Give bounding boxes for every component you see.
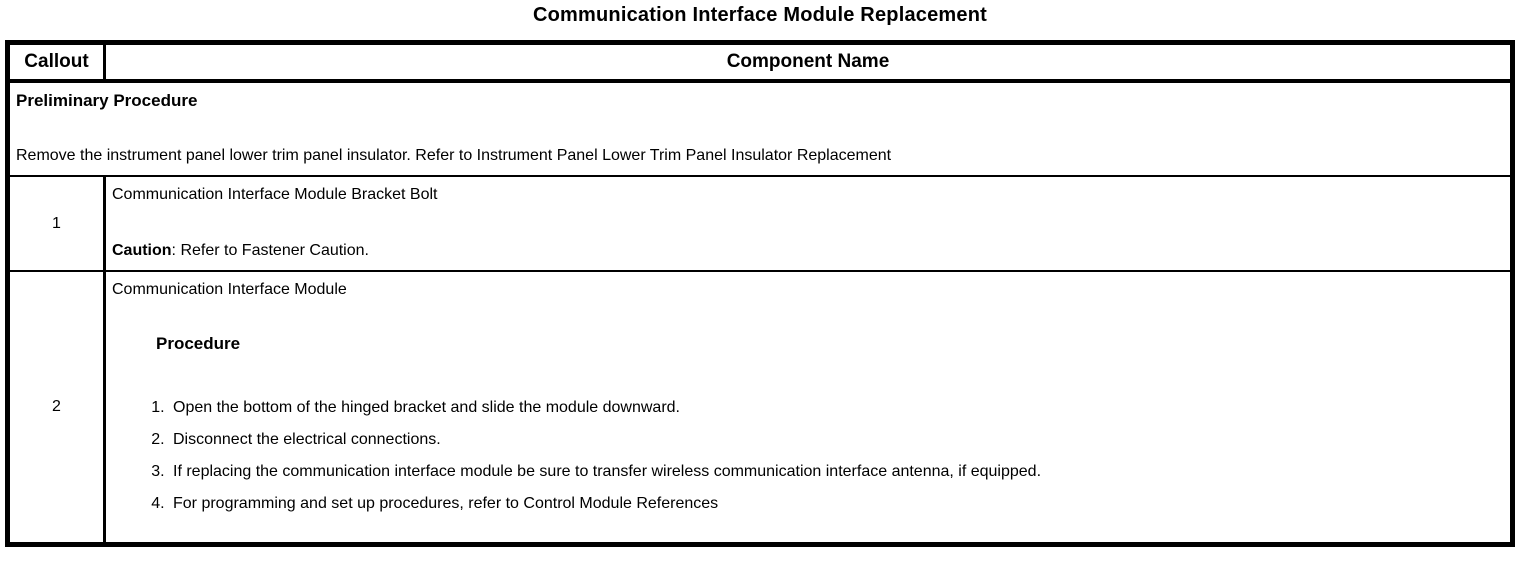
table-row-callout-1: 1 Communication Interface Module Bracket… <box>6 175 1514 272</box>
caution-note: Caution: Refer to Fastener Caution. <box>112 240 1502 262</box>
caution-text: : Refer to Fastener Caution. <box>171 242 369 259</box>
component-name: Communication Interface Module Bracket B… <box>112 186 438 203</box>
procedure-step-2: Disconnect the electrical connections. <box>169 425 1502 455</box>
header-component-name: Component Name <box>103 41 1514 83</box>
procedure-heading: Procedure <box>156 334 241 353</box>
callout-number: 2 <box>6 270 106 545</box>
component-cell: Communication Interface Module Procedure… <box>103 270 1514 545</box>
procedure-step-1: Open the bottom of the hinged bracket an… <box>169 393 1502 423</box>
header-callout: Callout <box>6 41 106 83</box>
table-row-callout-2: 2 Communication Interface Module Procedu… <box>6 270 1514 545</box>
preliminary-heading: Preliminary Procedure <box>16 91 198 110</box>
preliminary-cell: Preliminary Procedure Remove the instrum… <box>6 80 1514 177</box>
component-cell: Communication Interface Module Bracket B… <box>103 175 1514 272</box>
procedure-step-4: For programming and set up procedures, r… <box>169 489 1502 519</box>
preliminary-text: Remove the instrument panel lower trim p… <box>16 147 892 164</box>
preliminary-procedure-row: Preliminary Procedure Remove the instrum… <box>6 80 1514 177</box>
callout-number: 1 <box>6 175 106 272</box>
page-title: Communication Interface Module Replaceme… <box>532 4 988 26</box>
procedure-steps: Open the bottom of the hinged bracket an… <box>112 393 1502 519</box>
table-header-row: Callout Component Name <box>6 41 1514 83</box>
callout-table: Callout Component Name Preliminary Proce… <box>5 40 1515 547</box>
caution-label: Caution <box>112 242 172 259</box>
component-name: Communication Interface Module <box>112 281 347 298</box>
procedure-step-3: If replacing the communication interface… <box>169 457 1502 487</box>
